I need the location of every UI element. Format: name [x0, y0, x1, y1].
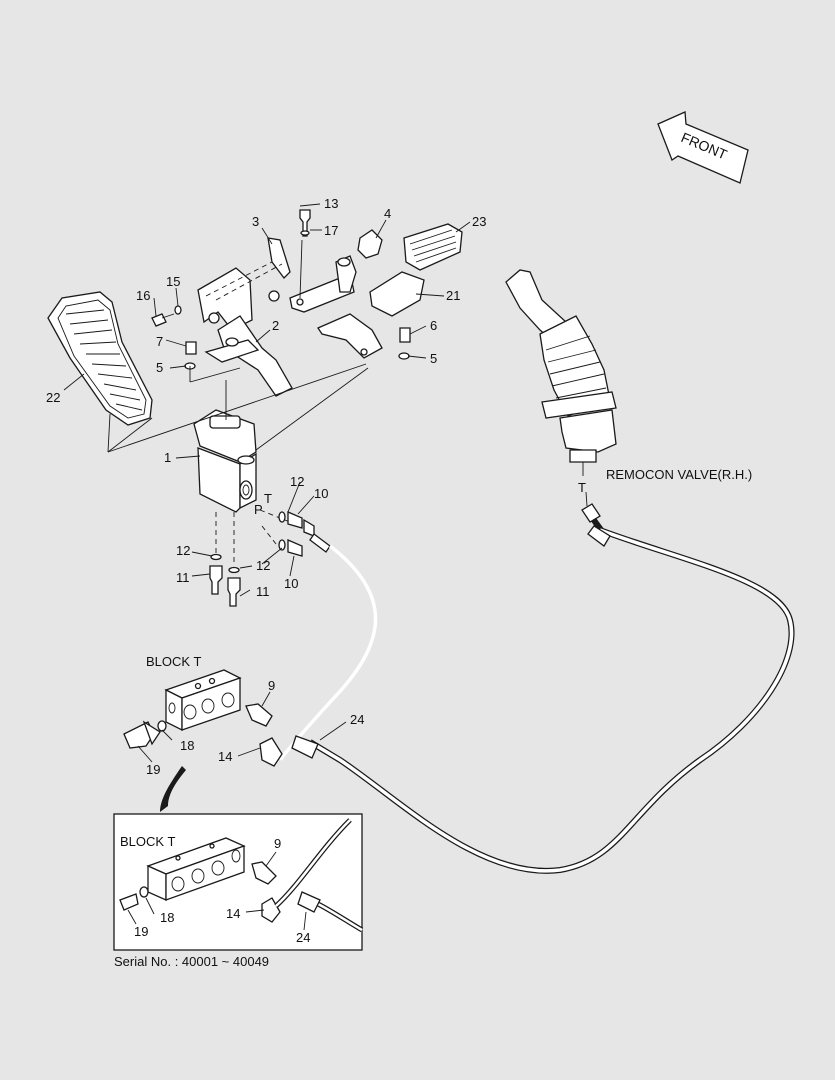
callout-12c: 12: [256, 558, 270, 573]
callout-15: 15: [166, 274, 180, 289]
callout-2: 2: [272, 318, 279, 333]
remocon-port-t: T: [578, 480, 586, 495]
callout-22: 22: [46, 390, 60, 405]
inset-callout-24: 24: [296, 930, 310, 945]
callout-18: 18: [180, 738, 194, 753]
callout-10b: 10: [284, 576, 298, 591]
block-t-label: BLOCK T: [146, 654, 201, 669]
callout-9: 9: [268, 678, 275, 693]
callout-21: 21: [446, 288, 460, 303]
callout-17: 17: [324, 223, 338, 238]
callout-23: 23: [472, 214, 486, 229]
valve-1: [193, 380, 257, 513]
bracket-4: [289, 229, 383, 313]
leader-lines: [107, 239, 369, 565]
callout-12a: 12: [290, 474, 304, 489]
callout-3: 3: [252, 214, 259, 229]
bracket-3: [197, 237, 291, 331]
remocon-valve-label: REMOCON VALVE(R.H.): [606, 467, 752, 482]
callout-5b: 5: [430, 351, 437, 366]
pedal-23: [403, 223, 463, 271]
callout-1: 1: [164, 450, 171, 465]
inset-callout-18: 18: [160, 910, 174, 925]
valve-port-t: T: [264, 491, 272, 506]
callout-leaders: [63, 203, 471, 931]
pedal-22: [47, 291, 153, 426]
inset-block-t-label: BLOCK T: [120, 834, 175, 849]
callout-12b: 12: [176, 543, 190, 558]
plate-2: [204, 315, 293, 397]
callout-4: 4: [384, 206, 391, 221]
inset-callout-14: 14: [226, 906, 240, 921]
serial-number: Serial No. : 40001 ~ 40049: [114, 954, 269, 969]
callout-10a: 10: [314, 486, 328, 501]
inset-callout-19: 19: [134, 924, 148, 939]
valve-port-p: P: [254, 502, 263, 517]
callout-19: 19: [146, 762, 160, 777]
bracket-lower: [317, 313, 383, 359]
hose-24: [291, 503, 795, 874]
callout-24: 24: [350, 712, 364, 727]
joystick: [505, 269, 617, 507]
callout-16: 16: [136, 288, 150, 303]
fittings: [209, 511, 315, 607]
inset-callout-9: 9: [274, 836, 281, 851]
callout-6: 6: [430, 318, 437, 333]
callout-5a: 5: [156, 360, 163, 375]
callout-13: 13: [324, 196, 338, 211]
callout-14: 14: [218, 749, 232, 764]
inset-pointer: [160, 766, 186, 812]
front-arrow: FRONT: [657, 111, 749, 184]
inset-box: [113, 813, 364, 951]
callout-11b: 11: [256, 584, 270, 599]
callout-7: 7: [156, 334, 163, 349]
block-t-main: [123, 669, 283, 767]
pad-21: [369, 271, 425, 317]
callout-11a: 11: [176, 570, 190, 585]
